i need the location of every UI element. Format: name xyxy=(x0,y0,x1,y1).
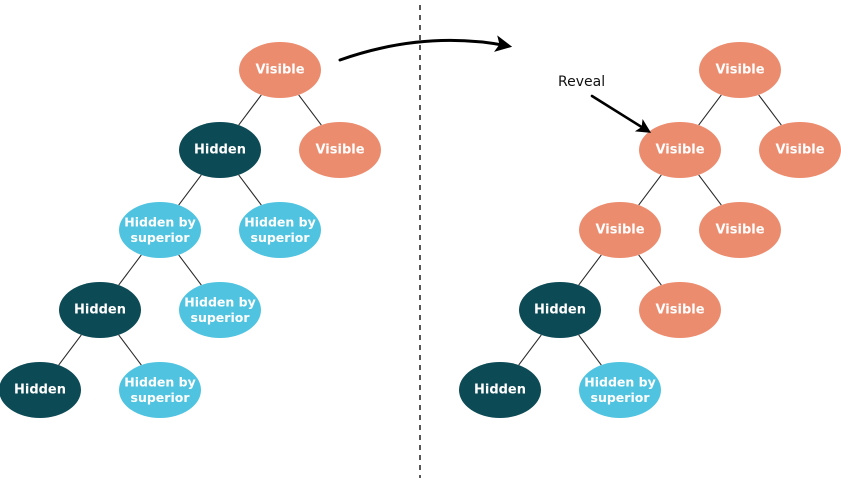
tree-edge xyxy=(638,254,662,286)
tree-node-hidden[interactable]: Hidden xyxy=(0,362,81,418)
tree-edge xyxy=(118,254,142,286)
node-ellipse[interactable] xyxy=(579,202,661,258)
tree-edge xyxy=(298,94,322,126)
node-ellipse[interactable] xyxy=(299,122,381,178)
node-ellipse[interactable] xyxy=(639,122,721,178)
tree-node-visible[interactable]: Visible xyxy=(699,42,781,98)
node-ellipse[interactable] xyxy=(179,282,261,338)
node-ellipse[interactable] xyxy=(759,122,841,178)
node-ellipse[interactable] xyxy=(119,202,201,258)
reveal-arrow-icon xyxy=(590,94,652,133)
node-ellipse[interactable] xyxy=(519,282,601,338)
tree-edge xyxy=(238,94,262,126)
node-ellipse[interactable] xyxy=(59,282,141,338)
node-ellipse[interactable] xyxy=(639,282,721,338)
tree-edge xyxy=(578,334,602,366)
tree-node-visible[interactable]: Visible xyxy=(699,202,781,258)
reveal-annotation-label: Reveal xyxy=(558,74,605,90)
node-ellipse[interactable] xyxy=(119,362,201,418)
tree-node-hidden[interactable]: Hidden xyxy=(519,282,601,338)
tree-edge xyxy=(758,94,782,126)
tree-edge xyxy=(698,174,722,206)
tree-node-visible[interactable]: Visible xyxy=(639,122,721,178)
node-ellipse[interactable] xyxy=(0,362,81,418)
tree-node-visible[interactable]: Visible xyxy=(759,122,841,178)
tree-edge xyxy=(578,254,602,286)
tree-node-hidden[interactable]: Hidden xyxy=(179,122,261,178)
tree-node-visible[interactable]: Visible xyxy=(239,42,321,98)
tree-edges-layer xyxy=(58,94,782,366)
tree-edge xyxy=(238,174,262,206)
tree-node-hidden[interactable]: Hidden xyxy=(59,282,141,338)
transform-arrow-icon xyxy=(338,35,513,62)
node-ellipse[interactable] xyxy=(579,362,661,418)
node-ellipse[interactable] xyxy=(179,122,261,178)
tree-edge xyxy=(118,334,142,366)
tree-edge xyxy=(178,174,202,206)
node-ellipse[interactable] xyxy=(699,42,781,98)
tree-node-hidden[interactable]: Hidden xyxy=(459,362,541,418)
node-ellipse[interactable] xyxy=(699,202,781,258)
node-ellipse[interactable] xyxy=(459,362,541,418)
tree-edge xyxy=(518,334,542,366)
tree-edge xyxy=(638,174,662,206)
tree-edge xyxy=(58,334,82,366)
tree-edge xyxy=(178,254,202,286)
tree-node-visible[interactable]: Visible xyxy=(639,282,721,338)
tree-edge xyxy=(698,94,722,126)
node-ellipse[interactable] xyxy=(239,202,321,258)
node-ellipse[interactable] xyxy=(239,42,321,98)
tree-node-visible[interactable]: Visible xyxy=(299,122,381,178)
tree-node-visible[interactable]: Visible xyxy=(579,202,661,258)
